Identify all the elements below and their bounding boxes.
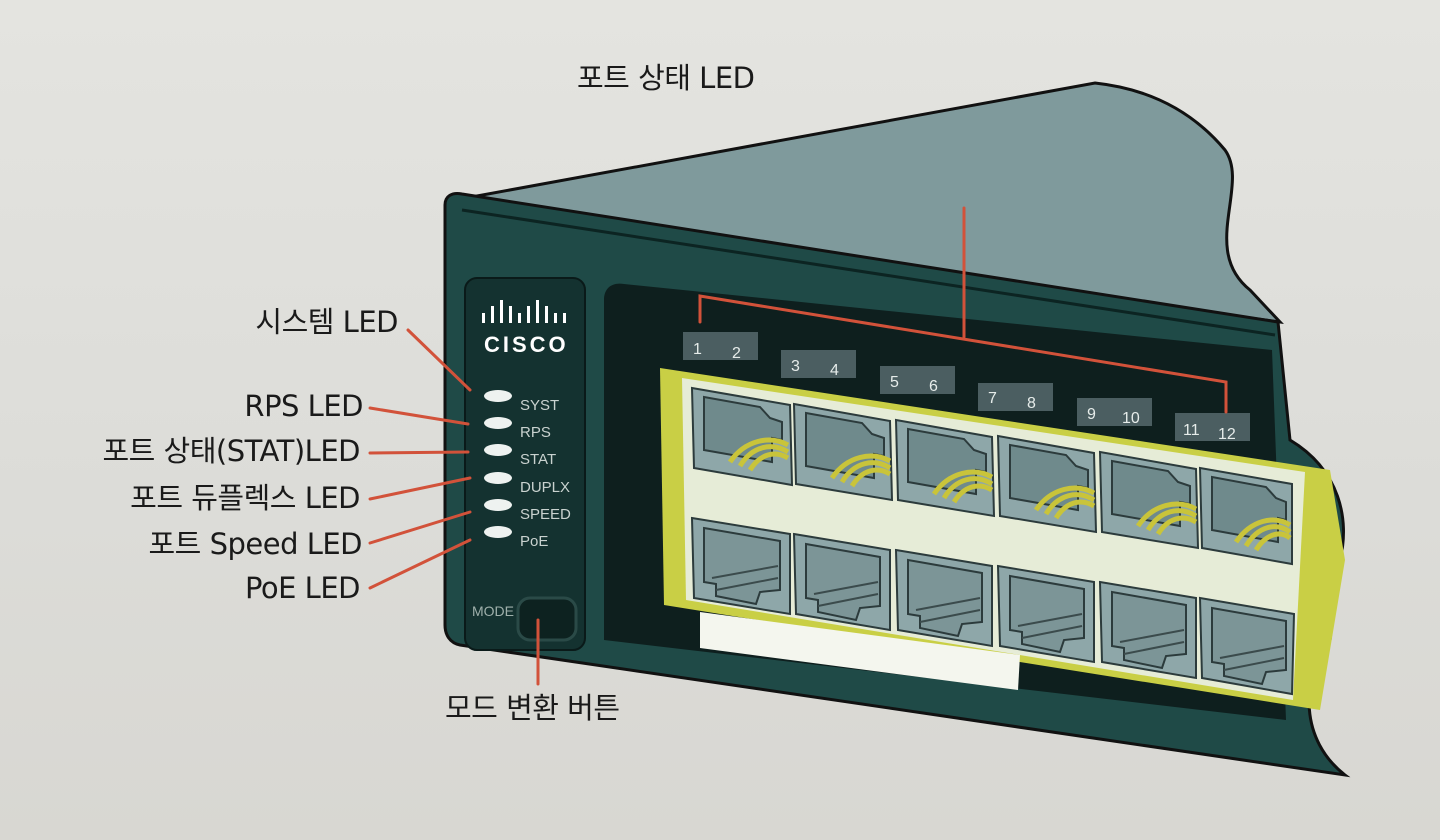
speed-led-callout: 포트 Speed LED <box>148 527 362 561</box>
stat-led-label: STAT <box>520 451 556 468</box>
cisco-logo-icon <box>482 300 566 323</box>
speed-led-label: SPEED <box>520 506 571 523</box>
port-8[interactable] <box>996 564 1095 664</box>
poe-led-label: PoE <box>520 533 548 550</box>
duplex-led-callout: 포트 듀플렉스 LED <box>130 481 360 515</box>
mode-button-callout: 모드 변환 버튼 <box>445 691 620 725</box>
port-7[interactable] <box>996 434 1098 534</box>
port-num-5: 5 <box>890 374 899 391</box>
rps-led-line <box>368 406 470 426</box>
port-1[interactable] <box>690 386 794 487</box>
duplex-led-label: DUPLX <box>520 479 570 496</box>
port-num-6: 6 <box>929 378 938 395</box>
port-2[interactable] <box>690 516 791 616</box>
poe-led-callout: PoE LED <box>244 571 361 605</box>
port-12[interactable] <box>1198 596 1296 696</box>
mode-button[interactable] <box>516 596 578 642</box>
port-11[interactable] <box>1198 466 1293 566</box>
port-num-1: 1 <box>693 341 702 358</box>
cisco-logo-text: CISCO <box>484 332 569 357</box>
top-port-row <box>690 386 1293 566</box>
port-num-4: 4 <box>830 362 839 379</box>
system-led-line <box>406 328 472 392</box>
duplex-led-line <box>368 476 472 501</box>
rps-led-label: RPS <box>520 424 551 441</box>
chassis-top <box>451 81 1284 325</box>
port-status-bracket <box>698 206 1228 414</box>
poe-led <box>484 526 512 538</box>
port-num-11: 11 <box>1183 422 1200 439</box>
mode-label: MODE <box>472 603 514 619</box>
port-10[interactable] <box>1098 580 1197 680</box>
stat-led-line <box>368 450 470 455</box>
syst-led <box>484 390 512 402</box>
rps-led-callout: RPS LED <box>244 389 363 423</box>
speed-led <box>484 499 512 511</box>
port-5[interactable] <box>894 418 996 518</box>
port-num-7: 7 <box>988 390 997 407</box>
port-3[interactable] <box>792 402 894 502</box>
rps-led <box>484 417 512 429</box>
system-led-callout: 시스템 LED <box>255 305 398 339</box>
port-num-12: 12 <box>1218 426 1236 443</box>
speed-led-line <box>368 510 472 545</box>
port-9[interactable] <box>1098 450 1200 550</box>
led-list: SYST RPS STAT DUPLX SPEED PoE <box>484 390 571 550</box>
led-panel <box>464 277 586 651</box>
poe-led-line <box>368 538 472 590</box>
stat-led-callout: 포트 상태(STAT)LED <box>102 434 360 468</box>
port-4[interactable] <box>792 532 891 632</box>
port-num-2: 2 <box>732 345 741 362</box>
port-num-9: 9 <box>1087 406 1096 423</box>
port-status-led-callout: 포트 상태 LED <box>577 61 755 95</box>
port-6[interactable] <box>894 548 993 648</box>
duplex-led <box>484 472 512 484</box>
callout-lines <box>368 206 1228 686</box>
syst-led-label: SYST <box>520 397 559 414</box>
port-num-3: 3 <box>791 358 800 375</box>
bottom-port-row <box>690 516 1296 696</box>
port-num-10: 10 <box>1122 410 1140 427</box>
stat-led <box>484 444 512 456</box>
port-number-tags: 1 2 3 4 5 6 7 8 9 10 11 12 <box>683 332 1250 443</box>
port-num-8: 8 <box>1027 395 1036 412</box>
